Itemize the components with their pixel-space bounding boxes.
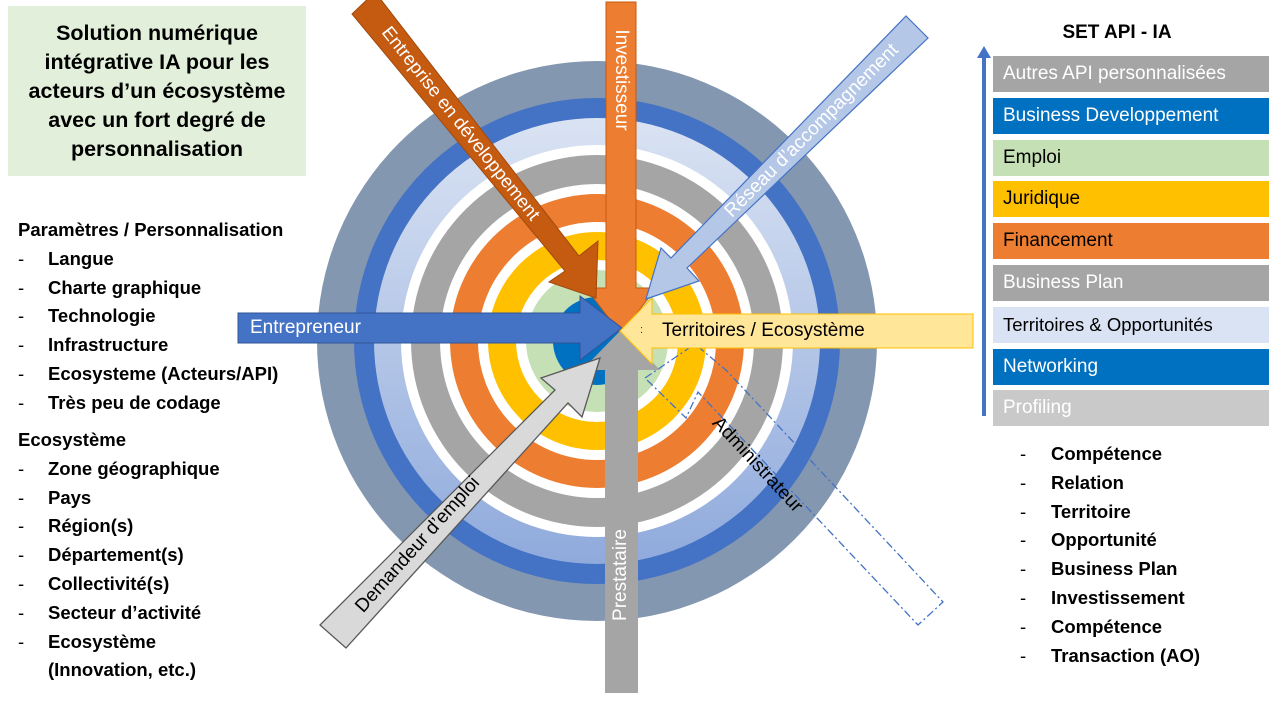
arrow-prestataire: Prestataire bbox=[582, 330, 660, 693]
list-item: Compétence bbox=[1020, 440, 1200, 469]
parameters-section: Paramètres / Personnalisation Langue Cha… bbox=[18, 216, 283, 418]
parameters-list: Langue Charte graphique Technologie Infr… bbox=[18, 245, 283, 418]
list-item: Zone géographique bbox=[18, 455, 248, 484]
api-item: Business Developpement bbox=[993, 97, 1269, 134]
arrow-reseau-shape bbox=[645, 15, 929, 300]
list-item: Business Plan bbox=[1020, 555, 1200, 584]
api-item: Networking bbox=[993, 348, 1269, 385]
list-item: Secteur d’activité bbox=[18, 599, 248, 628]
list-item: Très peu de codage bbox=[18, 389, 283, 418]
title-box: Solution numérique intégrative IA pour l… bbox=[8, 6, 306, 176]
list-item: Collectivité(s) bbox=[18, 570, 248, 599]
api-item: Emploi bbox=[993, 139, 1269, 176]
arrow-investisseur: Investisseur bbox=[584, 1, 658, 335]
list-item: Opportunité bbox=[1020, 526, 1200, 555]
features-list: Compétence Relation Territoire Opportuni… bbox=[1020, 440, 1200, 670]
page-title: Solution numérique intégrative IA pour l… bbox=[28, 20, 286, 161]
arrow-entreprise-shape bbox=[351, 0, 599, 299]
list-item: Transaction (AO) bbox=[1020, 642, 1200, 671]
api-item: Profiling bbox=[993, 390, 1269, 427]
ecosystem-section: Ecosystème Zone géographique Pays Région… bbox=[18, 426, 248, 685]
arrow-investisseur-shape bbox=[584, 1, 658, 335]
list-item: Infrastructure bbox=[18, 331, 283, 360]
list-item: Investissement bbox=[1020, 584, 1200, 613]
arrow-prestataire-shape bbox=[582, 330, 660, 693]
list-item: Ecosysteme (Acteurs/API) bbox=[18, 360, 283, 389]
arrow-territoires-label: Territoires / Ecosystème bbox=[662, 320, 865, 341]
api-item: Juridique bbox=[993, 181, 1269, 218]
api-item: Financement bbox=[993, 223, 1269, 260]
api-item: Business Plan bbox=[993, 264, 1269, 301]
api-set-title: SET API - IA bbox=[1062, 22, 1172, 43]
list-item: Langue bbox=[18, 245, 283, 274]
list-item: Ecosystème (Innovation, etc.) bbox=[18, 628, 248, 686]
api-stack: Autres API personnalisées Business Devel… bbox=[993, 56, 1269, 432]
arrow-entrepreneur-shape bbox=[237, 294, 623, 362]
api-item: Territoires & Opportunités bbox=[993, 306, 1269, 343]
list-item: Technologie bbox=[18, 302, 283, 331]
list-item: Compétence bbox=[1020, 613, 1200, 642]
arrow-territoires-shape bbox=[619, 296, 974, 366]
api-stack-arrow bbox=[977, 46, 991, 416]
arrow-territoires-mark: : bbox=[640, 324, 643, 336]
arrow-territoires: Territoires / Ecosystème : bbox=[619, 296, 974, 366]
list-item: Région(s) bbox=[18, 512, 248, 541]
arrow-prestataire-label: Prestataire bbox=[610, 529, 631, 621]
list-item: Territoire bbox=[1020, 498, 1200, 527]
list-item: Pays bbox=[18, 484, 248, 513]
list-item: Relation bbox=[1020, 469, 1200, 498]
arrow-demandeur-shape bbox=[319, 356, 601, 649]
parameters-heading: Paramètres / Personnalisation bbox=[18, 219, 284, 240]
ecosystem-list: Zone géographique Pays Région(s) Départe… bbox=[18, 455, 248, 685]
api-item: Autres API personnalisées bbox=[993, 56, 1269, 92]
ecosystem-heading: Ecosystème bbox=[18, 429, 126, 450]
arrow-investisseur-label: Investisseur bbox=[611, 29, 632, 131]
list-item: Charte graphique bbox=[18, 274, 283, 303]
list-item: Département(s) bbox=[18, 541, 248, 570]
features-section: Compétence Relation Territoire Opportuni… bbox=[1020, 440, 1200, 670]
